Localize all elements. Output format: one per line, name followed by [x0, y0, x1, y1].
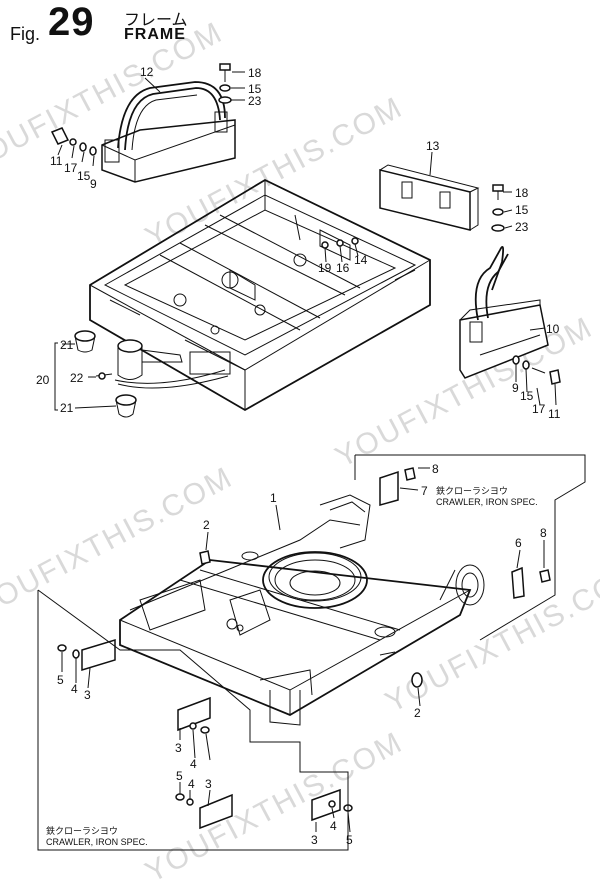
- callout-6: 6: [515, 536, 522, 550]
- callout-9: 9: [512, 381, 519, 395]
- callout-19: 19: [318, 261, 332, 275]
- callout-9: 9: [90, 177, 97, 191]
- title-english: FRAME: [124, 26, 186, 43]
- callout-4: 4: [71, 682, 78, 696]
- callout-16: 16: [336, 261, 350, 275]
- callout-23: 23: [248, 94, 262, 108]
- callout-14: 14: [354, 253, 368, 267]
- iron-spec-note-bottom: 鉄クローラシヨウ CRAWLER, IRON SPEC.: [46, 826, 148, 848]
- callout-labels: 12 18 15 23 11 17 15 9 13 18 15 23 19 16…: [36, 65, 561, 847]
- callout-2: 2: [414, 706, 421, 720]
- callout-3: 3: [84, 688, 91, 702]
- iron-spec-boxes: [37, 454, 586, 851]
- iron-spec-note-top: 鉄クローラシヨウ CRAWLER, IRON SPEC.: [436, 486, 538, 508]
- callout-23: 23: [515, 220, 529, 234]
- leader-lines: [54, 71, 557, 833]
- callout-7: 7: [421, 484, 428, 498]
- lower-frame: [119, 494, 485, 726]
- note-japanese: 鉄クローラシヨウ: [46, 826, 118, 836]
- callout-8: 8: [540, 526, 547, 540]
- callout-13: 13: [426, 139, 440, 153]
- swivel-joint: [74, 330, 229, 418]
- callout-5: 5: [346, 833, 353, 847]
- callout-21: 21: [60, 338, 74, 352]
- callout-11: 11: [50, 154, 63, 168]
- callout-8: 8: [432, 462, 439, 476]
- callout-3: 3: [175, 741, 182, 755]
- callout-5: 5: [57, 673, 64, 687]
- callout-1: 1: [270, 491, 277, 505]
- figure-number: 29: [48, 0, 95, 44]
- plate-13: [379, 164, 480, 231]
- callout-4: 4: [188, 777, 195, 791]
- callout-22: 22: [70, 371, 84, 385]
- callout-18: 18: [248, 66, 262, 80]
- callout-12: 12: [140, 65, 154, 79]
- callout-21: 21: [60, 401, 74, 415]
- callout-17: 17: [64, 161, 78, 175]
- upper-frame: [89, 178, 431, 412]
- counterweight-left: [101, 81, 236, 183]
- callout-15: 15: [515, 203, 529, 217]
- counterweight-right: [459, 246, 549, 379]
- callout-4: 4: [330, 819, 337, 833]
- title-japanese: フレーム: [124, 12, 188, 29]
- callout-15: 15: [520, 389, 534, 403]
- callout-20: 20: [36, 373, 50, 387]
- callout-11: 11: [548, 407, 561, 421]
- callout-3: 3: [311, 833, 318, 847]
- callout-15: 15: [77, 169, 91, 183]
- callout-15: 15: [248, 82, 262, 96]
- callout-10: 10: [546, 322, 560, 336]
- note-english: CRAWLER, IRON SPEC.: [436, 497, 538, 507]
- callout-2: 2: [203, 518, 210, 532]
- note-english: CRAWLER, IRON SPEC.: [46, 837, 148, 847]
- callout-17: 17: [532, 402, 546, 416]
- note-japanese: 鉄クローラシヨウ: [436, 486, 508, 496]
- figure-label: Fig.: [10, 24, 41, 44]
- callout-3: 3: [205, 777, 212, 791]
- callout-18: 18: [515, 186, 529, 200]
- callout-4: 4: [190, 757, 197, 771]
- hardware-bottom: [57, 467, 551, 830]
- callout-5: 5: [176, 769, 183, 783]
